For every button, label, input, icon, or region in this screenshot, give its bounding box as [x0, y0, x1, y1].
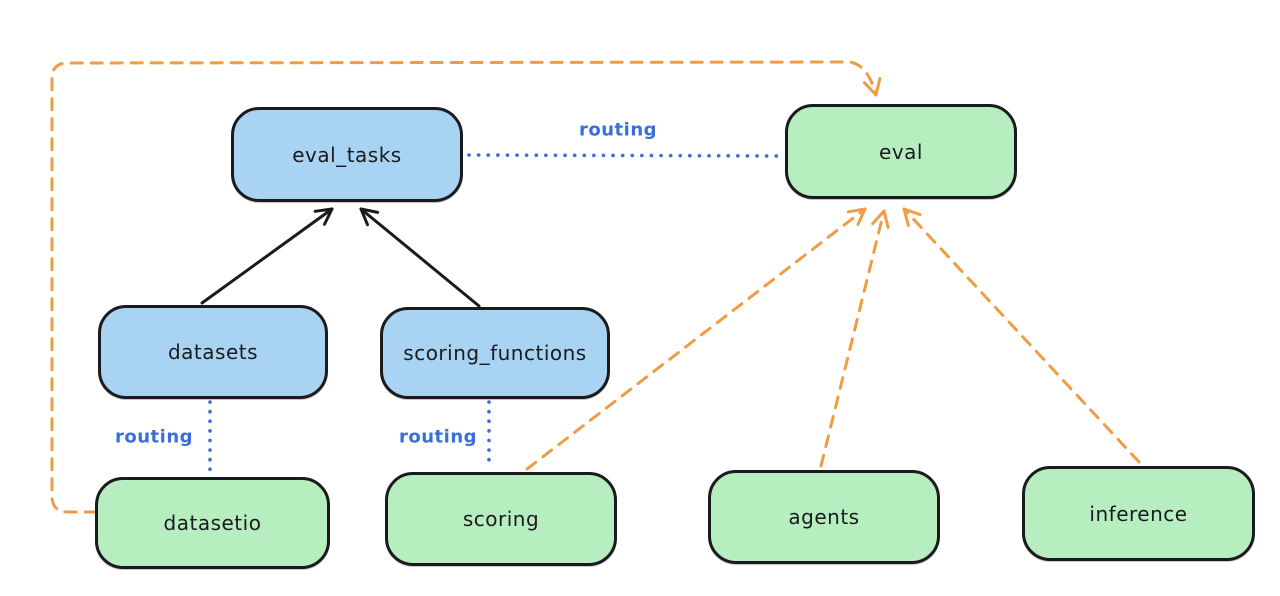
node-datasets: datasets — [98, 305, 328, 399]
node-scoring-functions-label: scoring_functions — [403, 341, 587, 365]
node-datasets-label: datasets — [167, 340, 259, 364]
node-datasetio: datasetio — [95, 477, 330, 569]
edge-inference-to-eval — [902, 207, 1141, 464]
node-eval-tasks-label: eval_tasks — [292, 142, 402, 167]
node-scoring-functions: scoring_functions — [380, 307, 610, 399]
edge-label-routing-datasets-datasetio: routing — [114, 426, 194, 448]
edge-eval-tasks-to-eval-routing — [467, 153, 783, 158]
edge-label-routing-eval-tasks-eval: routing — [578, 119, 658, 141]
node-agents: agents — [708, 470, 940, 564]
node-agents-label: agents — [788, 505, 860, 529]
edge-datasets-to-eval-tasks — [200, 207, 334, 305]
node-eval: eval — [785, 104, 1017, 199]
edge-datasetio-to-eval-loop — [50, 60, 882, 514]
edge-label-routing-scoring-functions-scoring: routing — [398, 426, 478, 448]
edge-scoring-to-eval — [525, 207, 867, 471]
node-inference-label: inference — [1089, 501, 1188, 526]
edge-scoring-functions-to-eval-tasks — [359, 207, 481, 308]
node-scoring-label: scoring — [462, 507, 540, 531]
node-eval-tasks: eval_tasks — [231, 107, 463, 202]
node-datasetio-label: datasetio — [163, 511, 262, 535]
node-inference: inference — [1022, 466, 1255, 561]
edge-agents-to-eval — [819, 209, 890, 468]
node-eval-label: eval — [879, 139, 923, 164]
node-scoring: scoring — [385, 472, 617, 566]
